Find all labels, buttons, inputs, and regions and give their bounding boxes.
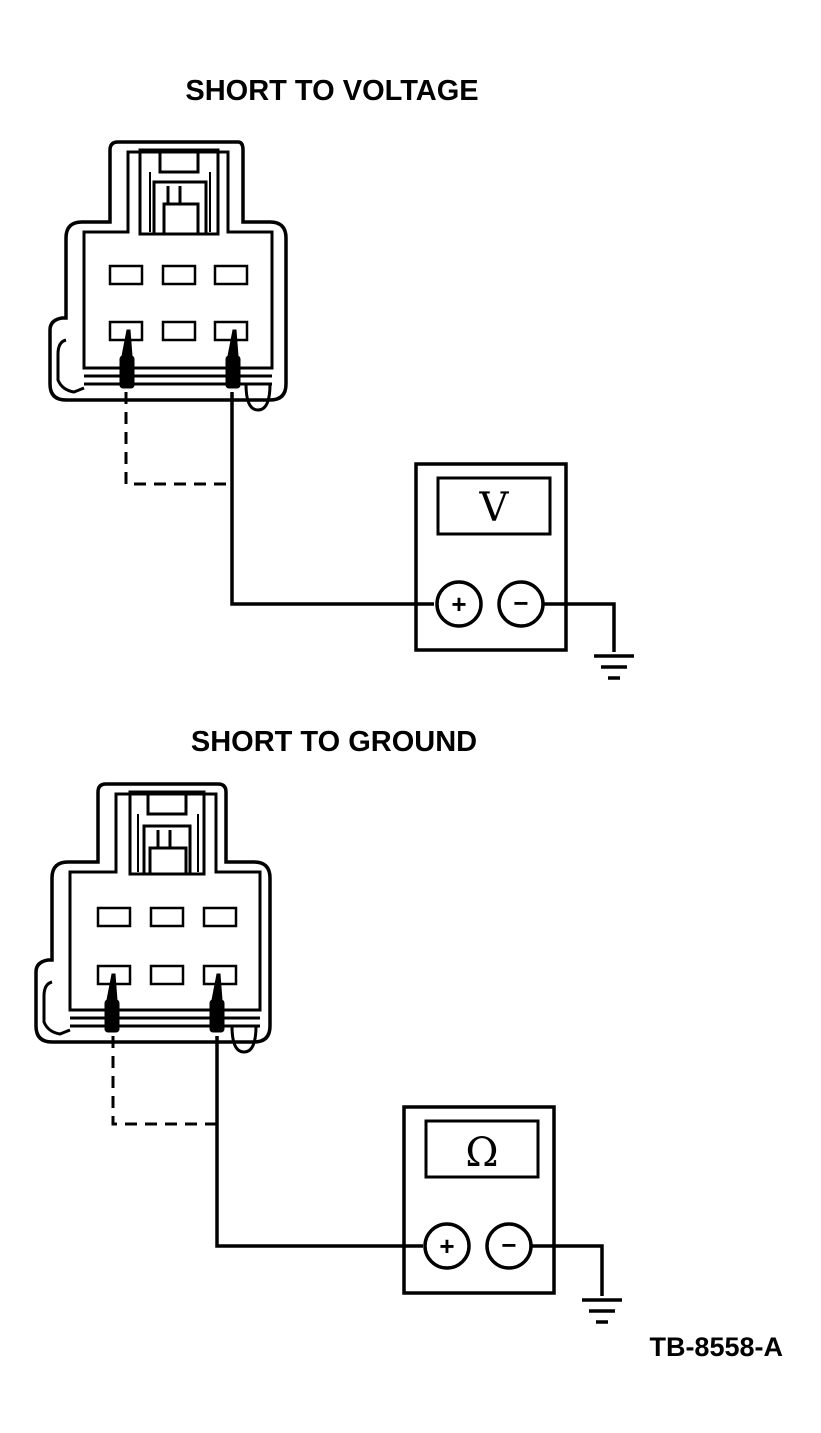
- positive-terminal: [435, 580, 483, 628]
- negative-terminal-label: −: [513, 588, 528, 618]
- probe-icon: [104, 973, 120, 1033]
- section-title-short-to-voltage: SHORT TO VOLTAGE: [185, 75, 478, 107]
- ground-symbol-icon: [594, 654, 634, 680]
- section-short-to-voltage: SHORT TO VOLTAGE: [48, 75, 634, 680]
- section-short-to-ground: SHORT TO GROUND: [34, 726, 622, 1324]
- probe-icon: [119, 329, 135, 389]
- positive-terminal-label: +: [451, 589, 466, 619]
- negative-terminal: [497, 580, 545, 628]
- meter-icon: V + −: [414, 462, 568, 652]
- figure-id: TB-8558-A: [649, 1332, 783, 1362]
- test-lead-positive: [215, 1036, 423, 1248]
- dashed-jumper-lead: [124, 392, 232, 486]
- test-lead-negative: [544, 602, 616, 652]
- meter-symbol-ohms: Ω: [465, 1130, 498, 1176]
- positive-terminal: [423, 1222, 471, 1270]
- section-title-short-to-ground: SHORT TO GROUND: [191, 726, 477, 758]
- probe-icon: [225, 329, 241, 389]
- ground-symbol-icon: [582, 1298, 622, 1324]
- connector-icon: [34, 782, 272, 1054]
- probe-icon: [209, 973, 225, 1033]
- test-lead-positive: [230, 392, 434, 606]
- negative-terminal-label: −: [501, 1230, 516, 1260]
- dashed-jumper-lead: [111, 1036, 217, 1126]
- negative-terminal: [485, 1222, 533, 1270]
- positive-terminal-label: +: [439, 1231, 454, 1261]
- meter-symbol-volts: V: [479, 485, 510, 531]
- connector-icon: [48, 140, 288, 412]
- test-lead-negative: [532, 1244, 604, 1296]
- meter-icon: Ω + −: [402, 1105, 556, 1295]
